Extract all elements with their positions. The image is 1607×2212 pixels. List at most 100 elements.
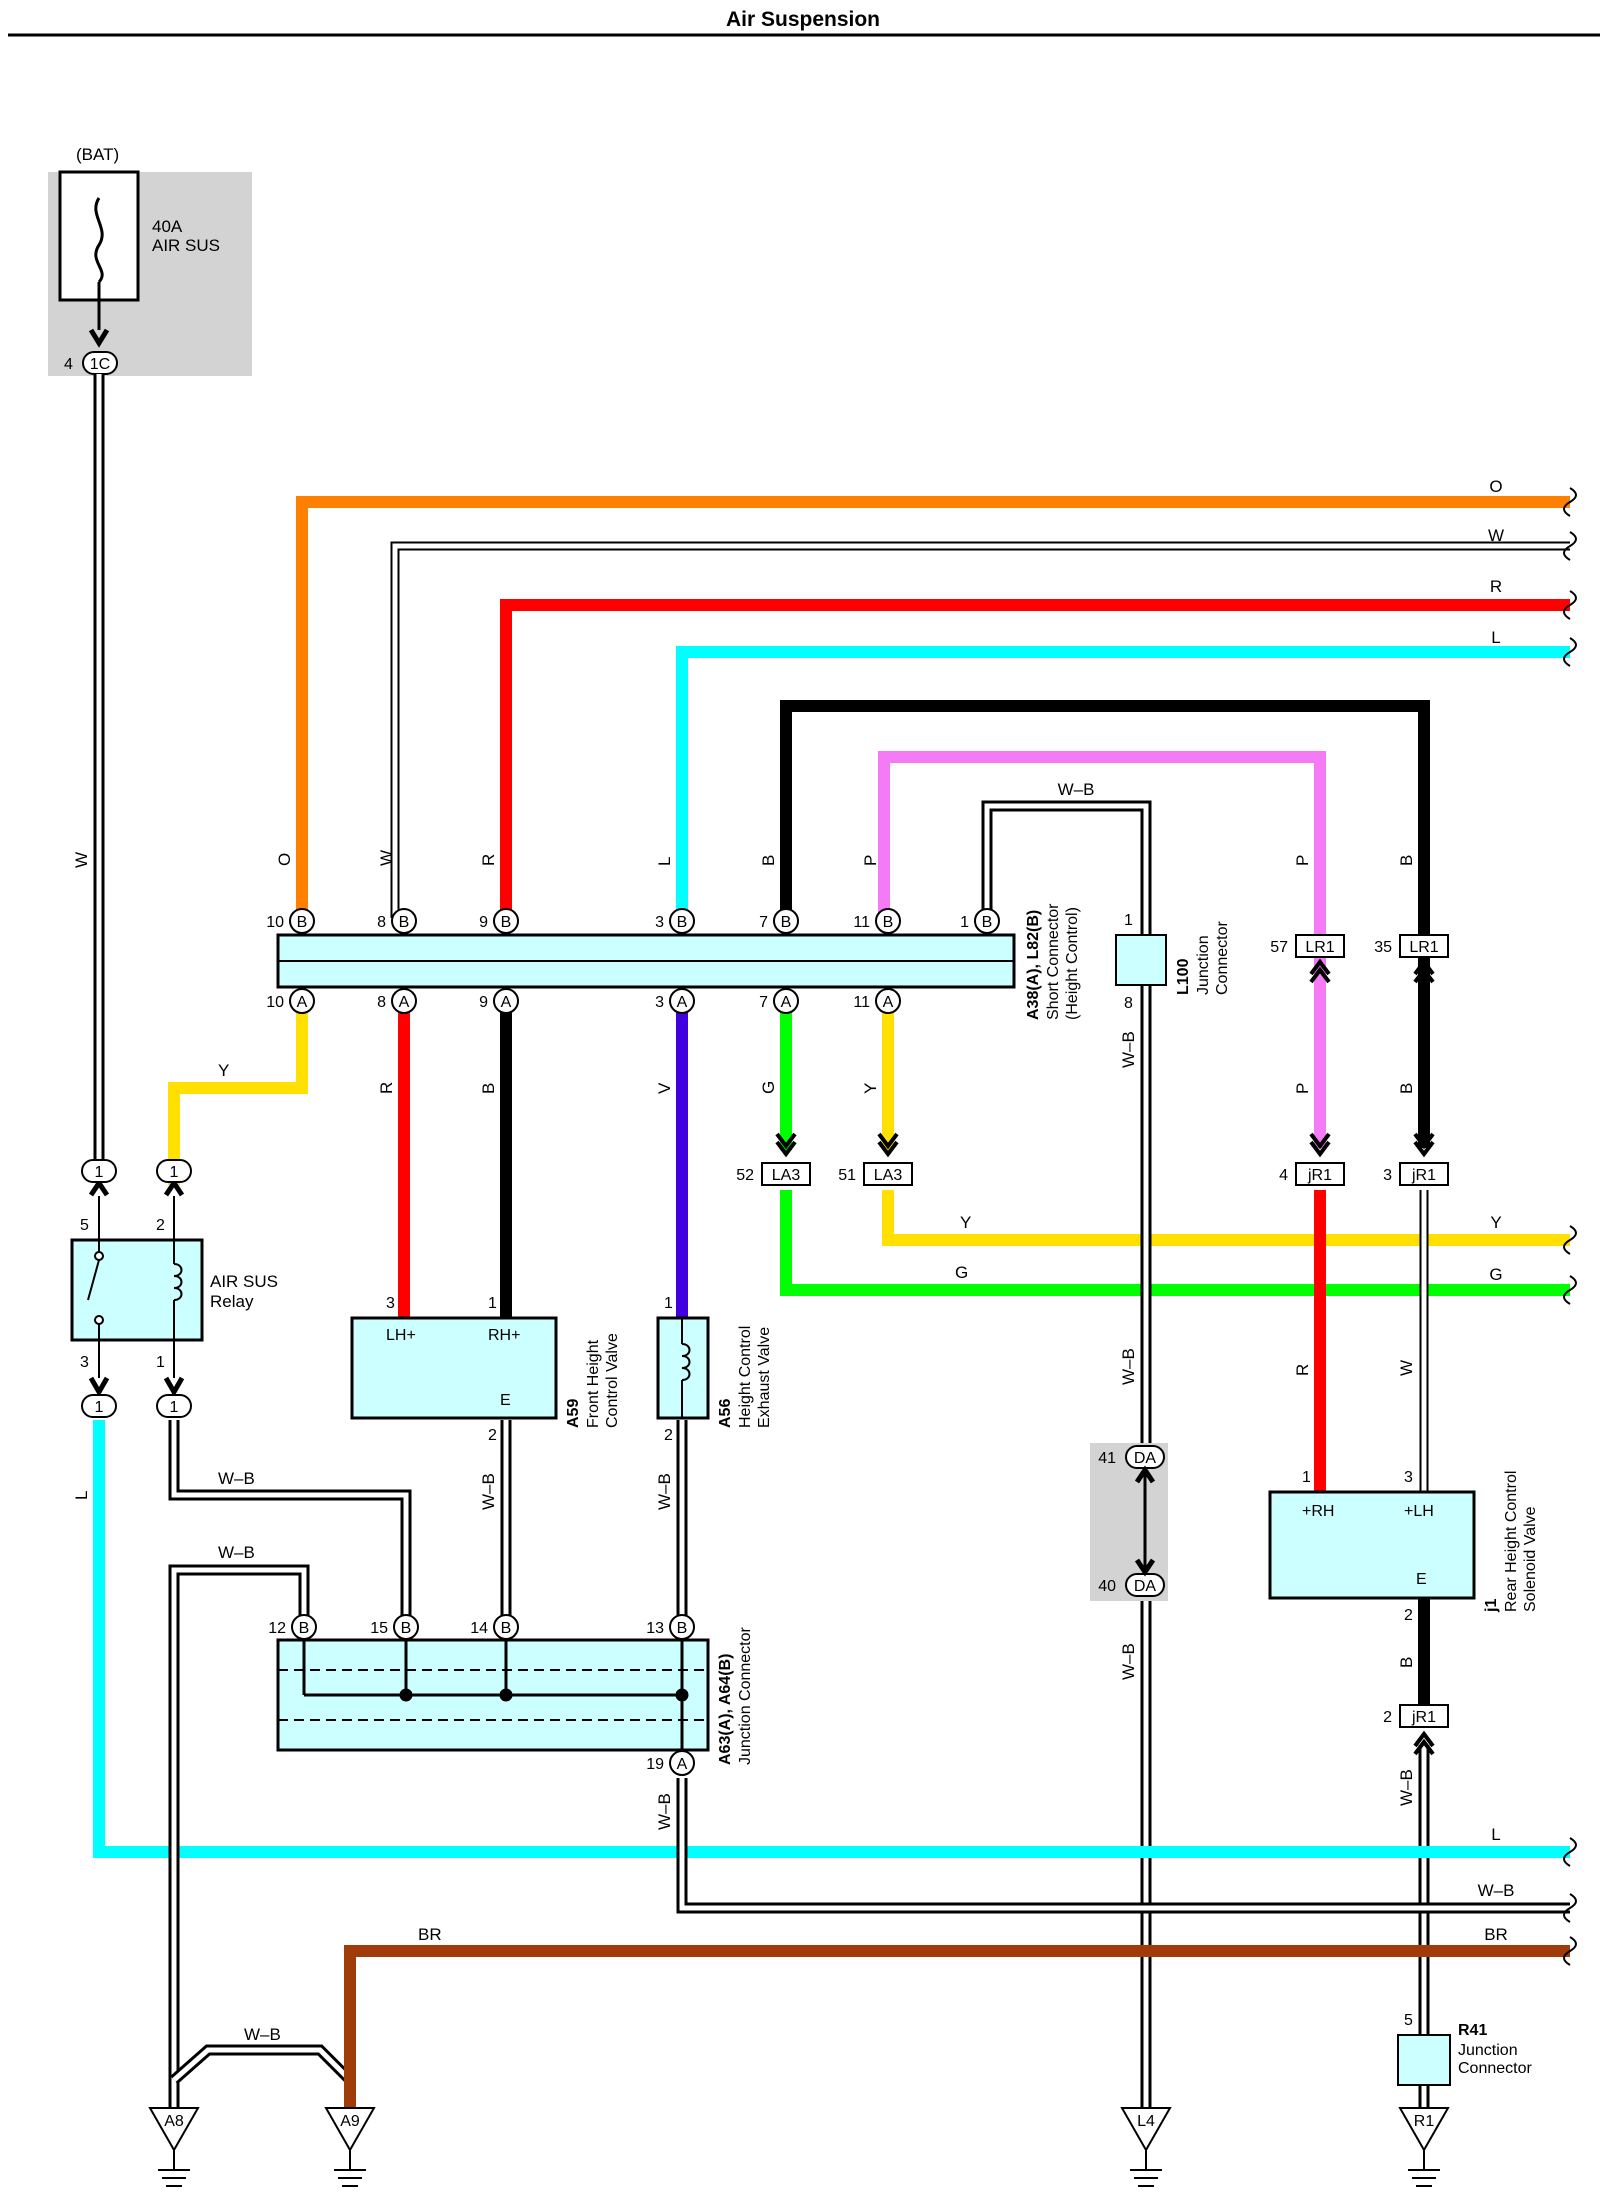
svg-text:5: 5 bbox=[80, 1217, 89, 1234]
svg-text:1: 1 bbox=[170, 1399, 179, 1416]
svg-text:A: A bbox=[297, 994, 308, 1011]
fuse-pin-4: 4 bbox=[64, 356, 73, 373]
svg-text:W–B: W–B bbox=[218, 1469, 255, 1488]
wire-black-loop bbox=[780, 700, 1430, 935]
wire-green bbox=[780, 1003, 1570, 1296]
exhaust-valve-id: A56 bbox=[717, 1399, 734, 1428]
rear-valve-pin1: 1 bbox=[1302, 1469, 1311, 1486]
svg-text:R: R bbox=[1293, 1364, 1312, 1376]
svg-text:40: 40 bbox=[1098, 1578, 1116, 1595]
front-valve-id: A59 bbox=[565, 1399, 582, 1428]
svg-text:7: 7 bbox=[759, 914, 768, 931]
svg-text:R1: R1 bbox=[1414, 2113, 1435, 2130]
svg-text:R: R bbox=[1490, 577, 1502, 596]
svg-text:R: R bbox=[377, 1082, 396, 1094]
svg-text:A: A bbox=[399, 994, 410, 1011]
short-connector-id: A38(A), L82(B) bbox=[1025, 910, 1042, 1020]
wire-labels-right: O W R L Y G L W–B BR bbox=[1478, 477, 1515, 1944]
short-connector-desc2: (Height Control) bbox=[1064, 907, 1081, 1020]
wire-wb-relay-outer bbox=[168, 1420, 412, 1623]
wire-pink-loop bbox=[878, 751, 1326, 935]
ground-r1: R1 bbox=[1398, 2107, 1450, 2187]
fuse-arrow-icon bbox=[88, 328, 110, 348]
front-valve-e: E bbox=[500, 1392, 511, 1409]
ground-a8: A8 bbox=[148, 2107, 200, 2187]
l100-id: L100 bbox=[1175, 958, 1192, 995]
svg-text:BR: BR bbox=[418, 1925, 442, 1944]
svg-text:4: 4 bbox=[1279, 1167, 1288, 1184]
wire-wb-19a-inner bbox=[679, 1778, 1570, 1911]
wire-red bbox=[500, 599, 1570, 918]
svg-text:9: 9 bbox=[479, 914, 488, 931]
front-valve-rh: RH+ bbox=[488, 1327, 520, 1344]
svg-text:2: 2 bbox=[1383, 1709, 1392, 1726]
jc-a63-desc: Junction Connector bbox=[737, 1626, 754, 1765]
svg-text:A: A bbox=[781, 994, 792, 1011]
relay-name-2: Relay bbox=[210, 1292, 254, 1311]
rear-valve-pin3: 3 bbox=[1404, 1469, 1413, 1486]
exhaust-valve-desc1: Height Control bbox=[737, 1326, 754, 1428]
svg-text:jR1: jR1 bbox=[1307, 1167, 1332, 1184]
svg-text:A9: A9 bbox=[340, 2113, 360, 2130]
rear-valve-e: E bbox=[1416, 1571, 1427, 1588]
svg-text:B: B bbox=[677, 914, 688, 931]
wire-wb-relay-inner bbox=[171, 1420, 409, 1623]
svg-text:LA3: LA3 bbox=[874, 1167, 903, 1184]
exhaust-valve-coil-icon bbox=[681, 1318, 691, 1418]
rear-valve-lh: +LH bbox=[1404, 1503, 1434, 1520]
svg-text:3: 3 bbox=[655, 914, 664, 931]
l100-pin1: 1 bbox=[1124, 912, 1133, 929]
connector-1C-label: 1C bbox=[90, 356, 110, 373]
svg-text:G: G bbox=[955, 1263, 968, 1282]
fuse-name: AIR SUS bbox=[152, 236, 220, 255]
jc-a63-id: A63(A), A64(B) bbox=[717, 1654, 734, 1765]
svg-text:O: O bbox=[1489, 477, 1502, 496]
svg-text:BR: BR bbox=[1484, 1925, 1508, 1944]
fuse-source-label: (BAT) bbox=[76, 145, 119, 164]
svg-text:A: A bbox=[883, 994, 894, 1011]
svg-text:9: 9 bbox=[479, 994, 488, 1011]
rear-valve-pin2: 2 bbox=[1404, 1607, 1413, 1624]
front-valve-desc1: Front Height bbox=[585, 1339, 602, 1428]
svg-text:jR1: jR1 bbox=[1411, 1709, 1436, 1726]
fuse-box bbox=[58, 170, 140, 302]
ground-a9: A9 bbox=[324, 2107, 376, 2187]
page-title: Air Suspension bbox=[726, 8, 880, 31]
svg-text:15: 15 bbox=[370, 1620, 388, 1637]
short-connector-pin-a-numbers: 10 8 9 3 7 11 bbox=[266, 994, 870, 1011]
short-connector-pin-b-letters: B B B B B B B bbox=[297, 914, 993, 931]
svg-text:Y: Y bbox=[861, 1083, 880, 1094]
svg-text:3: 3 bbox=[655, 994, 664, 1011]
svg-text:B: B bbox=[297, 914, 308, 931]
svg-text:12: 12 bbox=[268, 1620, 286, 1637]
jc-a63-pin-letters: B B B B A bbox=[299, 1620, 688, 1773]
svg-text:10: 10 bbox=[266, 994, 284, 1011]
svg-text:B: B bbox=[399, 914, 410, 931]
short-connector-pin-b-numbers: 10 8 9 3 7 11 1 bbox=[266, 914, 969, 931]
fuse-rating: 40A bbox=[152, 217, 183, 236]
r41-id: R41 bbox=[1458, 2022, 1487, 2039]
wire-yellow-right bbox=[882, 1003, 1570, 1246]
svg-text:B: B bbox=[883, 914, 894, 931]
right-edge-breaks bbox=[1563, 487, 1577, 1966]
lr1-connectors: LR1 LR1 57 35 bbox=[1270, 934, 1449, 984]
wire-label-wb-top: W–B bbox=[1058, 780, 1095, 799]
relay-connector-bottom: 1 1 bbox=[81, 1376, 192, 1418]
exhaust-valve-pin1: 1 bbox=[664, 1295, 673, 1312]
svg-text:57: 57 bbox=[1270, 939, 1288, 956]
svg-text:B: B bbox=[677, 1620, 688, 1637]
rear-valve-desc2: Solenoid Valve bbox=[1522, 1506, 1539, 1612]
relay-switch-icon bbox=[87, 1196, 104, 1378]
front-valve-desc2: Control Valve bbox=[604, 1333, 621, 1428]
svg-text:13: 13 bbox=[646, 1620, 664, 1637]
wire-yellow-relay bbox=[168, 1003, 308, 1185]
svg-text:B: B bbox=[299, 1620, 310, 1637]
svg-text:P: P bbox=[1293, 855, 1312, 866]
svg-text:LR1: LR1 bbox=[1409, 939, 1438, 956]
svg-text:1: 1 bbox=[960, 914, 969, 931]
jc-a63-pins-b bbox=[291, 1614, 695, 1776]
front-valve-lh: LH+ bbox=[386, 1327, 416, 1344]
svg-text:O: O bbox=[275, 853, 294, 866]
wire-cyan-top bbox=[676, 646, 1570, 918]
